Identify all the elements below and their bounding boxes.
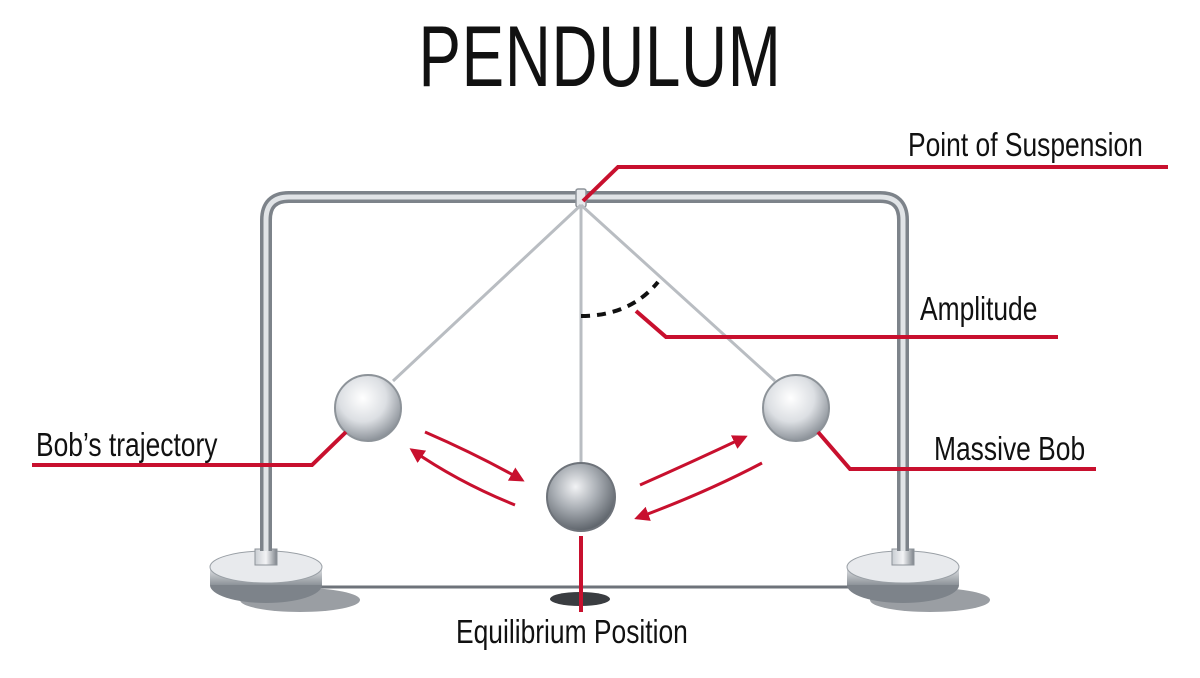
string-right [579,203,777,383]
amplitude-arc [580,280,660,318]
callout-amplitude [634,309,1058,339]
callout-lines [32,165,1168,612]
right-base [846,548,960,603]
left-base [209,548,323,603]
bob-left [334,374,402,442]
motion-arrows [409,430,763,521]
page-title: PENDULUM [418,9,782,105]
bob-right [762,374,830,442]
callout-trajectory [32,430,348,467]
bob-center [546,462,616,532]
label-amplitude: Amplitude [920,290,1038,327]
callout-massive-bob [816,430,1096,471]
label-bobs-trajectory: Bob’s trajectory [36,426,218,463]
callout-suspension [581,165,1168,203]
string-left [391,203,583,383]
label-equilibrium-position: Equilibrium Position [456,613,688,650]
label-massive-bob: Massive Bob [934,430,1086,467]
label-point-of-suspension: Point of Suspension [908,126,1143,163]
